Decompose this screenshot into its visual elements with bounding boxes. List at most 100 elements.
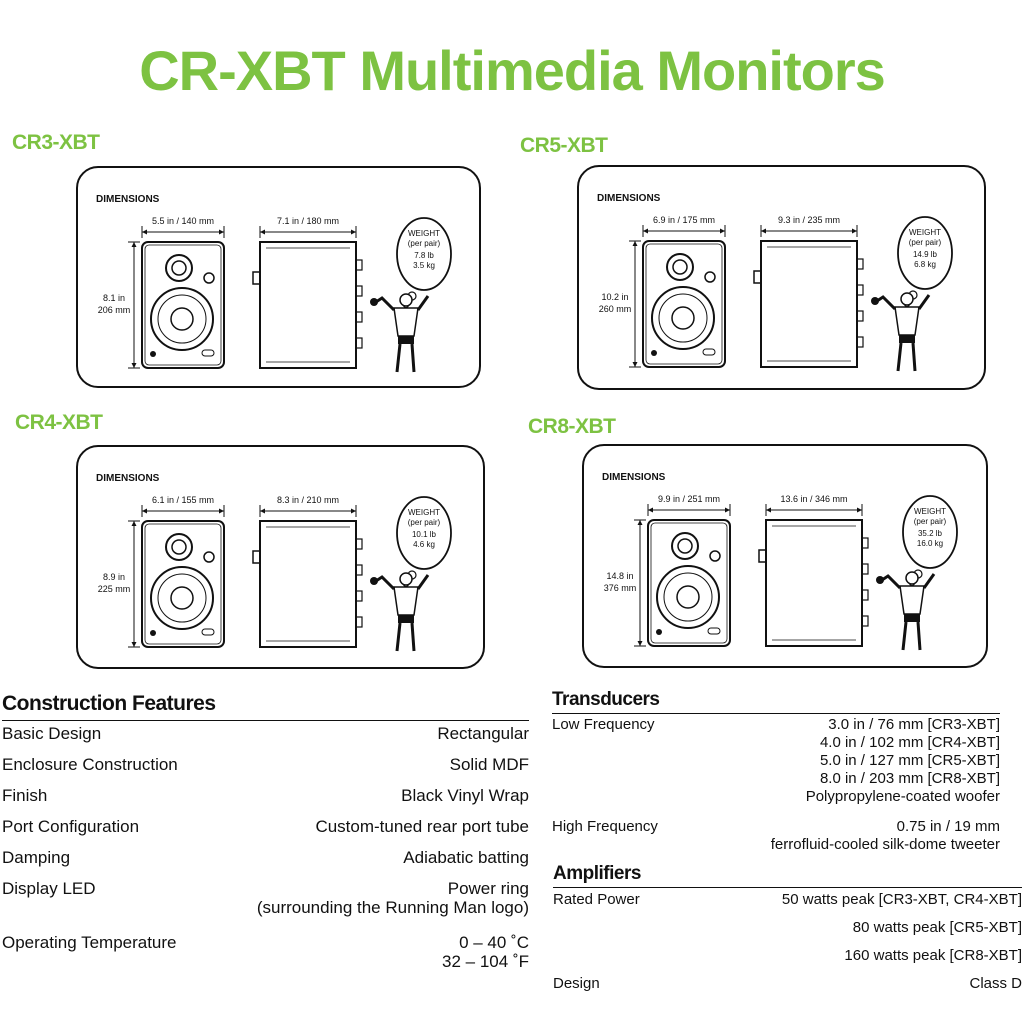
weight-kg: 3.5 kg (413, 261, 435, 270)
weight-kg: 6.8 kg (914, 260, 936, 269)
tweeter-dome (171, 260, 187, 276)
page-title: CR-XBT Multimedia Monitors (139, 39, 886, 102)
side-port (753, 270, 762, 284)
height-mm-label: 225 mm (98, 584, 131, 594)
speaker-front (642, 240, 726, 368)
volume-knob (203, 551, 215, 563)
tweeter-dome (677, 538, 693, 554)
strongman-shorts (899, 335, 915, 343)
amplifier-value: 160 watts peak [CR8-XBT] (844, 947, 1022, 965)
rear-connector (355, 259, 363, 271)
construction-value-line: Black Vinyl Wrap (401, 786, 529, 805)
woofer-cone (663, 572, 713, 622)
rear-connector (355, 285, 363, 297)
strongman-arm (881, 574, 902, 590)
speaker-side (760, 240, 858, 368)
dumbbell (876, 576, 884, 584)
strongman-arm (917, 294, 931, 310)
volume-knob (203, 272, 215, 284)
height-in-label: 14.8 in (606, 571, 633, 581)
construction-value-line: 32 – 104 ˚F (442, 952, 529, 971)
rear-connector (861, 537, 869, 549)
woofer-cone (658, 293, 708, 343)
dimensions-label: DIMENSIONS (96, 473, 160, 484)
badge (707, 627, 721, 635)
strongman-arm (876, 295, 897, 311)
transducers-title: Transducers (552, 689, 660, 710)
construction-value-line: Custom-tuned rear port tube (315, 817, 529, 836)
strongman-shorts (398, 615, 414, 623)
strongman-head (900, 292, 914, 306)
rear-connector (355, 311, 363, 323)
weight-bubble (396, 496, 452, 570)
weight-title: WEIGHT (408, 229, 440, 238)
height-mm-label: 260 mm (599, 304, 632, 314)
rear-connector (861, 615, 869, 627)
strongman-legs (395, 622, 416, 652)
model-label-cr5: CR5-XBT (520, 134, 608, 157)
construction-label: Enclosure Construction (2, 755, 178, 774)
strongman-legs (395, 343, 416, 373)
dimensions-label: DIMENSIONS (96, 194, 160, 205)
weight-bubble (897, 216, 953, 290)
woofer-cap (676, 585, 700, 609)
weight-sub: (per pair) (408, 518, 441, 527)
amplifier-value-line: Class D (969, 975, 1022, 992)
tweeter (671, 532, 699, 560)
width-label: 9.9 in / 251 mm (658, 494, 720, 504)
construction-value-line: (surrounding the Running Man logo) (256, 898, 529, 917)
model-label-cr3: CR3-XBT (12, 131, 100, 154)
construction-value: Rectangular (437, 724, 529, 743)
badge (702, 348, 716, 356)
speaker-side (259, 241, 357, 369)
amplifiers-rule (553, 887, 1022, 888)
speaker-side (765, 519, 863, 647)
strongman-shorts (904, 614, 920, 622)
woofer-cone (157, 573, 207, 623)
rear-connector (856, 258, 864, 270)
speaker-front-inner (645, 243, 723, 365)
rear-connector (355, 564, 363, 576)
weight-title: WEIGHT (408, 508, 440, 517)
badge (201, 628, 215, 636)
strongman-torso (393, 586, 419, 616)
rear-connector (355, 616, 363, 628)
amplifier-value: Class D (969, 975, 1022, 993)
tweeter (165, 533, 193, 561)
height-in-label: 10.2 in (601, 292, 628, 302)
transducer-value-line: Polypropylene-coated woofer (805, 788, 1000, 805)
rear-connector (861, 563, 869, 575)
woofer (651, 286, 715, 350)
amplifier-row: 80 watts peak [CR5-XBT] (553, 919, 1022, 941)
woofer (656, 565, 720, 629)
dumbbell (370, 298, 378, 306)
dimensions-label: DIMENSIONS (602, 472, 666, 483)
transducer-value: 3.0 in / 76 mm [CR3-XBT]4.0 in / 102 mm … (806, 716, 1000, 806)
weight-title: WEIGHT (914, 507, 946, 516)
transducer-value-line: 4.0 in / 102 mm [CR4-XBT] (819, 734, 1000, 751)
construction-value: Solid MDF (450, 755, 529, 774)
amplifiers-title: Amplifiers (553, 863, 641, 884)
strongman-arm (922, 573, 936, 589)
depth-label: 8.3 in / 210 mm (277, 495, 339, 505)
woofer (150, 566, 214, 630)
strongman-shorts (398, 336, 414, 344)
weight-sub: (per pair) (909, 238, 942, 247)
strongman-head (399, 293, 413, 307)
transducer-value-line: 5.0 in / 127 mm [CR5-XBT] (819, 752, 1000, 769)
construction-value-line: 0 – 40 ˚C (459, 933, 529, 952)
transducer-value-line: 0.75 in / 19 mm (896, 818, 1000, 835)
side-port (252, 271, 261, 285)
side-port (252, 550, 261, 564)
height-in-label: 8.1 in (103, 293, 125, 303)
amplifier-value: 50 watts peak [CR3-XBT, CR4-XBT] (782, 891, 1022, 909)
logo-led (656, 629, 662, 635)
